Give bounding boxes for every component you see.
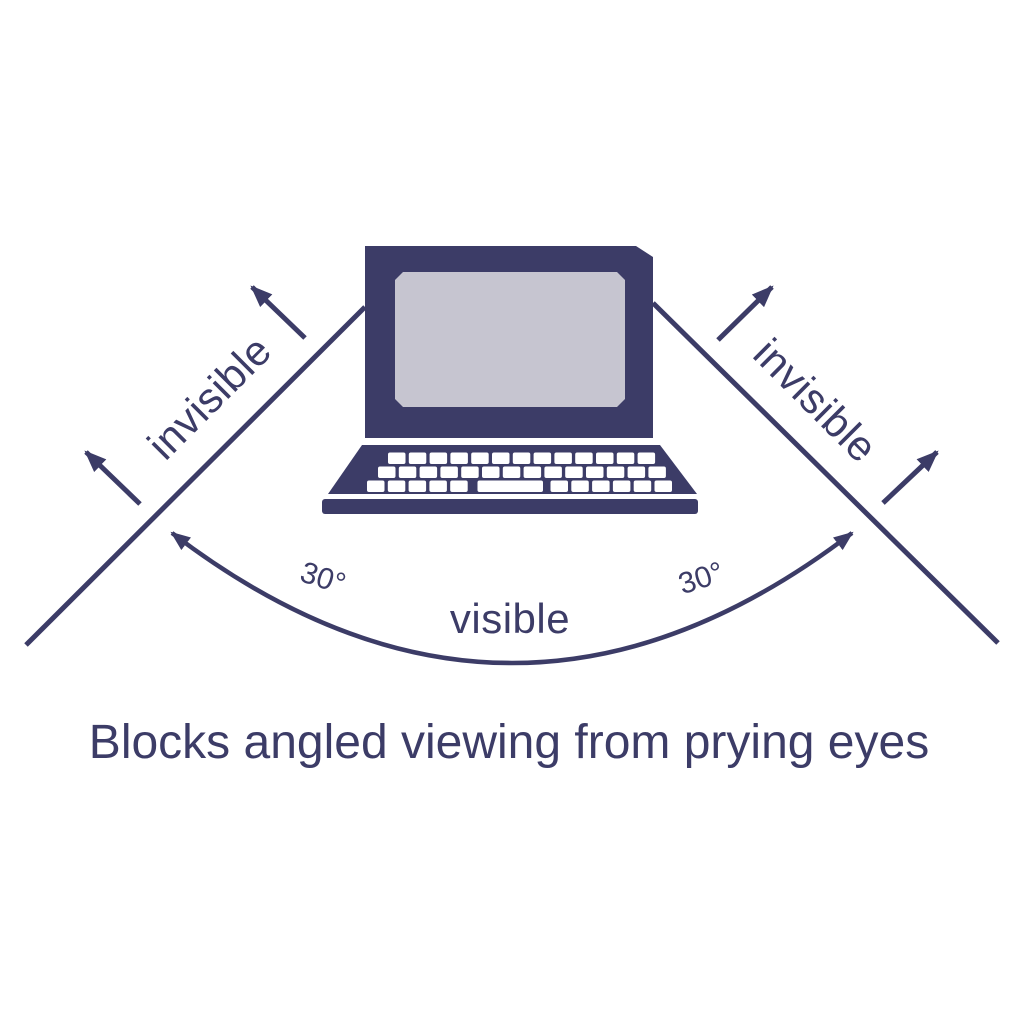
keyboard-key bbox=[419, 466, 438, 478]
keyboard-key bbox=[592, 480, 610, 492]
keyboard-key bbox=[533, 452, 552, 464]
left-outer-blocked-arrow bbox=[84, 450, 142, 506]
keyboard-key bbox=[450, 452, 468, 464]
right-outer-blocked-arrow bbox=[881, 450, 939, 505]
visible-angle-arc bbox=[170, 531, 854, 666]
keyboard-key bbox=[378, 466, 396, 478]
keyboard-key bbox=[654, 480, 672, 492]
keyboard-key bbox=[612, 480, 631, 492]
keyboard-key bbox=[571, 480, 589, 492]
right-sight-line bbox=[651, 301, 1000, 645]
keyboard-key bbox=[388, 452, 406, 464]
keyboard-key bbox=[637, 452, 656, 464]
visible-label: visible bbox=[450, 595, 570, 642]
spacebar-key bbox=[477, 480, 543, 492]
keyboard-key bbox=[502, 466, 521, 478]
left-inner-blocked-arrow bbox=[250, 285, 307, 340]
keyboard-key bbox=[544, 466, 562, 478]
keyboard-key bbox=[429, 452, 448, 464]
keyboard-key bbox=[482, 466, 500, 478]
invisible-label-right: invisible bbox=[745, 329, 887, 471]
laptop-icon bbox=[322, 246, 698, 514]
keyboard-key bbox=[633, 480, 652, 492]
keyboard-key bbox=[367, 480, 385, 492]
keyboard-key bbox=[627, 466, 646, 478]
keyboard-key bbox=[461, 466, 479, 478]
angle-label-left: 30° bbox=[296, 556, 349, 601]
laptop-keyboard-keys bbox=[367, 452, 672, 492]
keyboard-key bbox=[550, 480, 568, 492]
keyboard-key bbox=[492, 452, 510, 464]
keyboard-key bbox=[616, 452, 635, 464]
invisible-label-left: invisible bbox=[138, 326, 280, 468]
keyboard-key bbox=[586, 466, 604, 478]
laptop-base bbox=[322, 499, 698, 514]
keyboard-key bbox=[450, 480, 468, 492]
keyboard-key bbox=[440, 466, 458, 478]
keyboard-key bbox=[408, 452, 427, 464]
caption: Blocks angled viewing from prying eyes bbox=[89, 716, 929, 769]
left-sight-line bbox=[24, 305, 367, 647]
keyboard-key bbox=[565, 466, 583, 478]
keyboard-key bbox=[648, 466, 666, 478]
sight-lines bbox=[24, 285, 1000, 666]
keyboard-key bbox=[575, 452, 593, 464]
angle-label-right: 30° bbox=[674, 556, 727, 601]
keyboard-key bbox=[429, 480, 447, 492]
keyboard-key bbox=[523, 466, 542, 478]
keyboard-key bbox=[387, 480, 406, 492]
keyboard-key bbox=[606, 466, 625, 478]
keyboard-key bbox=[554, 452, 572, 464]
laptop-screen bbox=[395, 272, 625, 407]
keyboard-key bbox=[596, 452, 614, 464]
keyboard-key bbox=[398, 466, 417, 478]
keyboard-key bbox=[408, 480, 427, 492]
keyboard-key bbox=[512, 452, 531, 464]
right-inner-blocked-arrow bbox=[716, 285, 774, 342]
keyboard-key bbox=[471, 452, 489, 464]
